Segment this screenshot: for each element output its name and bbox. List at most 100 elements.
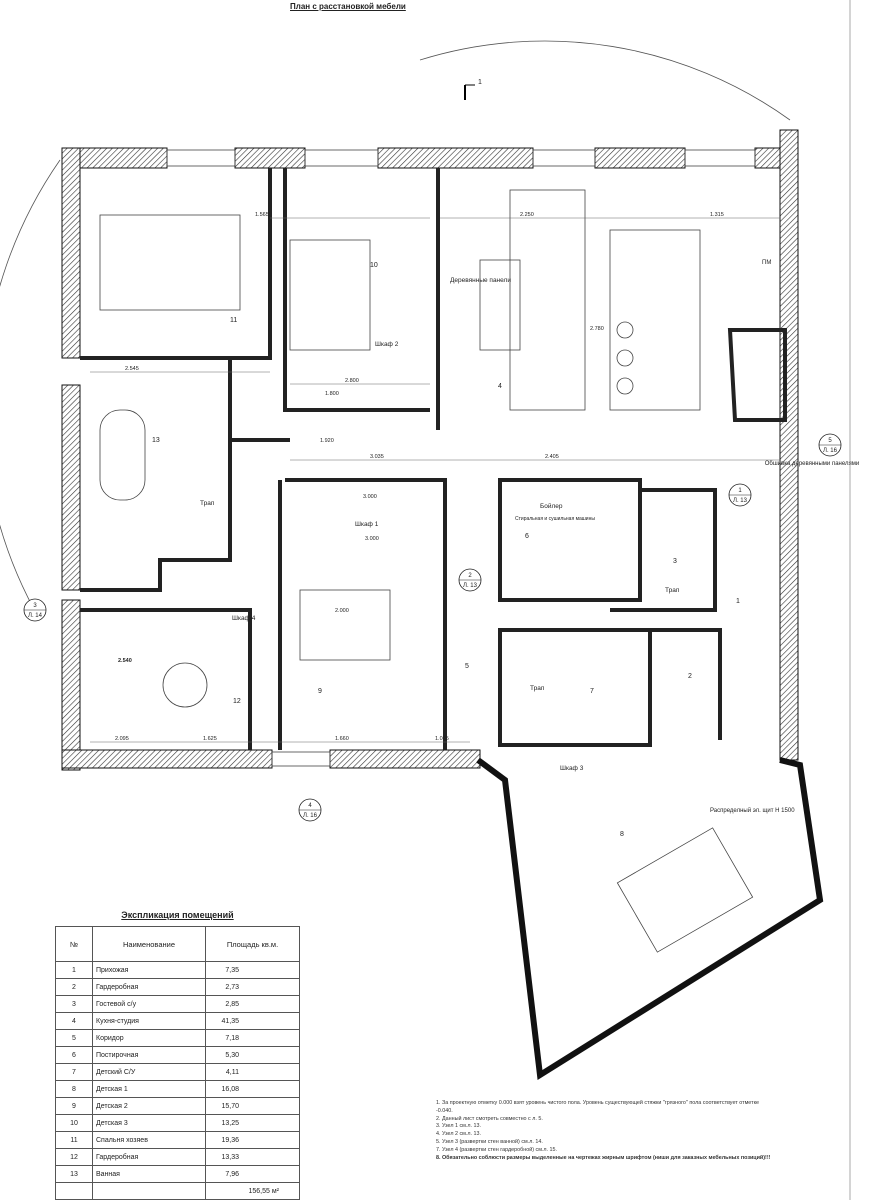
svg-text:1.065: 1.065 bbox=[435, 736, 449, 742]
room-name-cell: Гостевой с/у bbox=[92, 995, 206, 1013]
svg-text:1: 1 bbox=[478, 79, 482, 86]
svg-text:3: 3 bbox=[33, 603, 37, 609]
room-area-cell: 5,30 bbox=[205, 1046, 300, 1064]
room-number: 4 bbox=[498, 383, 502, 390]
room-name-cell: Ванная bbox=[92, 1165, 206, 1183]
header-name: Наименование bbox=[92, 926, 206, 962]
section-mark: 1 bbox=[464, 79, 482, 100]
header-area: Площадь кв.м. bbox=[205, 926, 300, 962]
room-name-cell: Прихожая bbox=[92, 961, 206, 979]
svg-text:2.000: 2.000 bbox=[335, 608, 349, 614]
room-number: 7 bbox=[590, 688, 594, 695]
dimension-lines bbox=[90, 217, 780, 743]
wing-walls bbox=[476, 757, 824, 1081]
room-number-cell: 7 bbox=[55, 1063, 93, 1081]
room-area-cell: 4,11 bbox=[205, 1063, 300, 1081]
room-number: 2 bbox=[688, 673, 692, 680]
bathtub bbox=[99, 409, 146, 501]
room-area-cell: 16,08 bbox=[205, 1080, 300, 1098]
svg-text:Стиральная и сушильная машины: Стиральная и сушильная машины bbox=[515, 516, 595, 522]
room-area-cell: 7,18 bbox=[205, 1029, 300, 1047]
note: 1. За проектную отметку 0.000 взят урове… bbox=[436, 1100, 759, 1114]
room-number-cell: 13 bbox=[55, 1165, 93, 1183]
room-number: 12 bbox=[233, 698, 241, 705]
svg-text:2.405: 2.405 bbox=[545, 454, 559, 460]
svg-text:1.625: 1.625 bbox=[203, 736, 217, 742]
callout-1: 1Л. 13 bbox=[728, 483, 752, 507]
ottoman bbox=[162, 662, 208, 708]
svg-text:1.565: 1.565 bbox=[255, 212, 269, 218]
svg-text:4: 4 bbox=[308, 803, 312, 809]
svg-text:Деревянные панели: Деревянные панели bbox=[450, 277, 511, 284]
header-number: № bbox=[55, 926, 93, 962]
detail-callouts: 1Л. 13 2Л. 13 3Л. 14 4Л. 16 5Л. 16 bbox=[23, 433, 842, 822]
room-area-cell: 13,25 bbox=[205, 1114, 300, 1132]
room-name-cell: Гардеробная bbox=[92, 1148, 206, 1166]
svg-text:Трап: Трап bbox=[530, 685, 545, 692]
room-number-cell: 5 bbox=[55, 1029, 93, 1047]
room-number: 3 bbox=[673, 558, 677, 565]
room-name-cell: Детская 2 bbox=[92, 1097, 206, 1115]
room-number: 8 bbox=[620, 831, 624, 838]
room-number: 6 bbox=[525, 533, 529, 540]
windows bbox=[166, 149, 756, 767]
balcony-arc-left bbox=[0, 159, 61, 621]
svg-text:2: 2 bbox=[468, 573, 472, 579]
room-name-cell: Кухня-студия bbox=[92, 1012, 206, 1030]
room-schedule-title: Экспликация помещений bbox=[121, 910, 234, 920]
balcony-arc-top bbox=[419, 40, 791, 121]
room-name-cell: Детская 3 bbox=[92, 1114, 206, 1132]
room-name-cell: Постирочная bbox=[92, 1046, 206, 1064]
room-number-cell: 10 bbox=[55, 1114, 93, 1132]
svg-text:2.250: 2.250 bbox=[520, 212, 534, 218]
svg-text:2.095: 2.095 bbox=[115, 736, 129, 742]
room-area-cell: 7,35 bbox=[205, 961, 300, 979]
callout-5: 5Л. 16 bbox=[818, 433, 842, 457]
svg-text:2.545: 2.545 bbox=[125, 366, 139, 372]
room-area-cell: 41,35 bbox=[205, 1012, 300, 1030]
svg-text:1.920: 1.920 bbox=[320, 438, 334, 444]
bed-room8 bbox=[616, 827, 754, 953]
room-area-cell: 2,85 bbox=[205, 995, 300, 1013]
svg-text:Л. 16: Л. 16 bbox=[303, 813, 318, 819]
svg-text:Шкаф 1: Шкаф 1 bbox=[355, 521, 379, 528]
svg-text:Обшивка деревянными панелями: Обшивка деревянными панелями bbox=[765, 461, 859, 467]
svg-text:Л. 16: Л. 16 bbox=[823, 448, 838, 454]
svg-text:3.000: 3.000 bbox=[365, 536, 379, 542]
plan-labels: Деревянные панели Шкаф 2 Шкаф 1 Шкаф 4 Ш… bbox=[200, 260, 859, 814]
room-area-cell: 15,70 bbox=[205, 1097, 300, 1115]
room-name-cell: Коридор bbox=[92, 1029, 206, 1047]
room-number-cell: 8 bbox=[55, 1080, 93, 1098]
svg-text:1.660: 1.660 bbox=[335, 736, 349, 742]
room-number-cell: 6 bbox=[55, 1046, 93, 1064]
svg-text:Трап: Трап bbox=[200, 500, 215, 507]
room-number-cell: 12 bbox=[55, 1148, 93, 1166]
room-name-cell: Спальня хозяев bbox=[92, 1131, 206, 1149]
note: 2. Данный лист смотреть совместно с л. 5… bbox=[436, 1115, 543, 1122]
svg-text:3.035: 3.035 bbox=[370, 454, 384, 460]
room-number: 13 bbox=[152, 437, 160, 444]
svg-text:1: 1 bbox=[738, 488, 742, 494]
total-area: 156,55 м² bbox=[205, 1182, 300, 1200]
room-number-cell: 4 bbox=[55, 1012, 93, 1030]
room-number-cell: 1 bbox=[55, 961, 93, 979]
room-number: 1 bbox=[736, 598, 740, 605]
room-number: 10 bbox=[370, 262, 378, 269]
svg-text:Бойлер: Бойлер bbox=[540, 502, 563, 510]
svg-text:2.800: 2.800 bbox=[345, 378, 359, 384]
general-notes: 1. За проектную отметку 0.000 взят урове… bbox=[436, 1100, 776, 1162]
svg-text:Шкаф 3: Шкаф 3 bbox=[560, 765, 584, 772]
bed-master bbox=[99, 214, 241, 311]
room-number-cell: 2 bbox=[55, 978, 93, 996]
room-area-cell: 19,36 bbox=[205, 1131, 300, 1149]
svg-text:ПМ: ПМ bbox=[762, 260, 771, 266]
svg-text:Л. 13: Л. 13 bbox=[463, 583, 478, 589]
